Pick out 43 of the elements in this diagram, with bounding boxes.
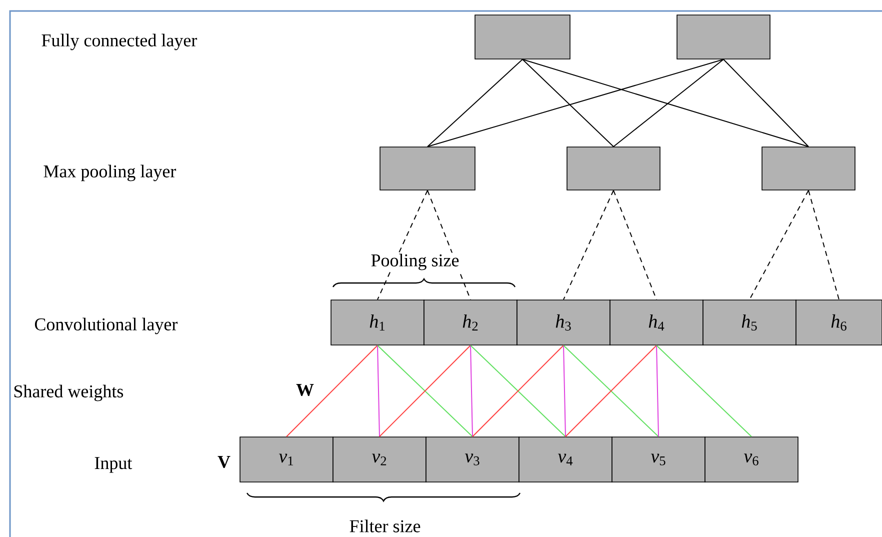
connector-line	[656, 344, 659, 438]
connector-line	[522, 58, 809, 148]
cell: h$_{4}$	[610, 300, 704, 346]
layer-label: Convolutional layer	[33, 316, 179, 336]
unit-box	[566, 146, 660, 190]
layer-label: V	[216, 454, 232, 470]
cell: h$_{2}$	[424, 300, 518, 346]
layer-label: Fully connected layer	[40, 32, 198, 52]
connector-line	[613, 190, 657, 300]
cell: h$_{5}$	[702, 300, 796, 346]
unit-box	[380, 146, 476, 190]
connector-line	[470, 344, 473, 438]
connector-line	[377, 190, 428, 300]
cell: v$_{3}$	[426, 436, 520, 482]
connector-line	[286, 344, 378, 438]
connector-line	[377, 344, 380, 438]
unit-box	[474, 14, 570, 60]
layer-label: Pooling size	[370, 252, 460, 272]
cell: v$_{1}$	[240, 436, 334, 482]
unit-box	[676, 14, 770, 60]
cell: v$_{6}$	[704, 436, 798, 482]
cell: h$_{1}$	[330, 300, 424, 346]
connector-line	[808, 190, 840, 300]
connector-line	[723, 58, 809, 148]
layer-label: Filter size	[348, 518, 422, 534]
layer-label: W	[295, 382, 315, 398]
connector-line	[427, 58, 523, 148]
unit-box	[762, 146, 856, 190]
layer-label: Shared weights	[12, 384, 125, 402]
connector-line	[749, 190, 809, 300]
cell: h$_{3}$	[516, 300, 610, 346]
connector-line	[563, 190, 614, 300]
cell: v$_{5}$	[612, 436, 706, 482]
connector-line	[563, 344, 566, 438]
connector-line	[522, 58, 614, 148]
connector-line	[613, 58, 724, 148]
cell: h$_{6}$	[796, 300, 882, 346]
layer-label: Input	[93, 456, 134, 474]
cell: v$_{4}$	[518, 436, 612, 482]
cell: v$_{2}$	[332, 436, 426, 482]
connector-line	[427, 58, 724, 148]
layer-label: Max pooling layer	[42, 164, 178, 182]
connector-line	[656, 344, 752, 438]
